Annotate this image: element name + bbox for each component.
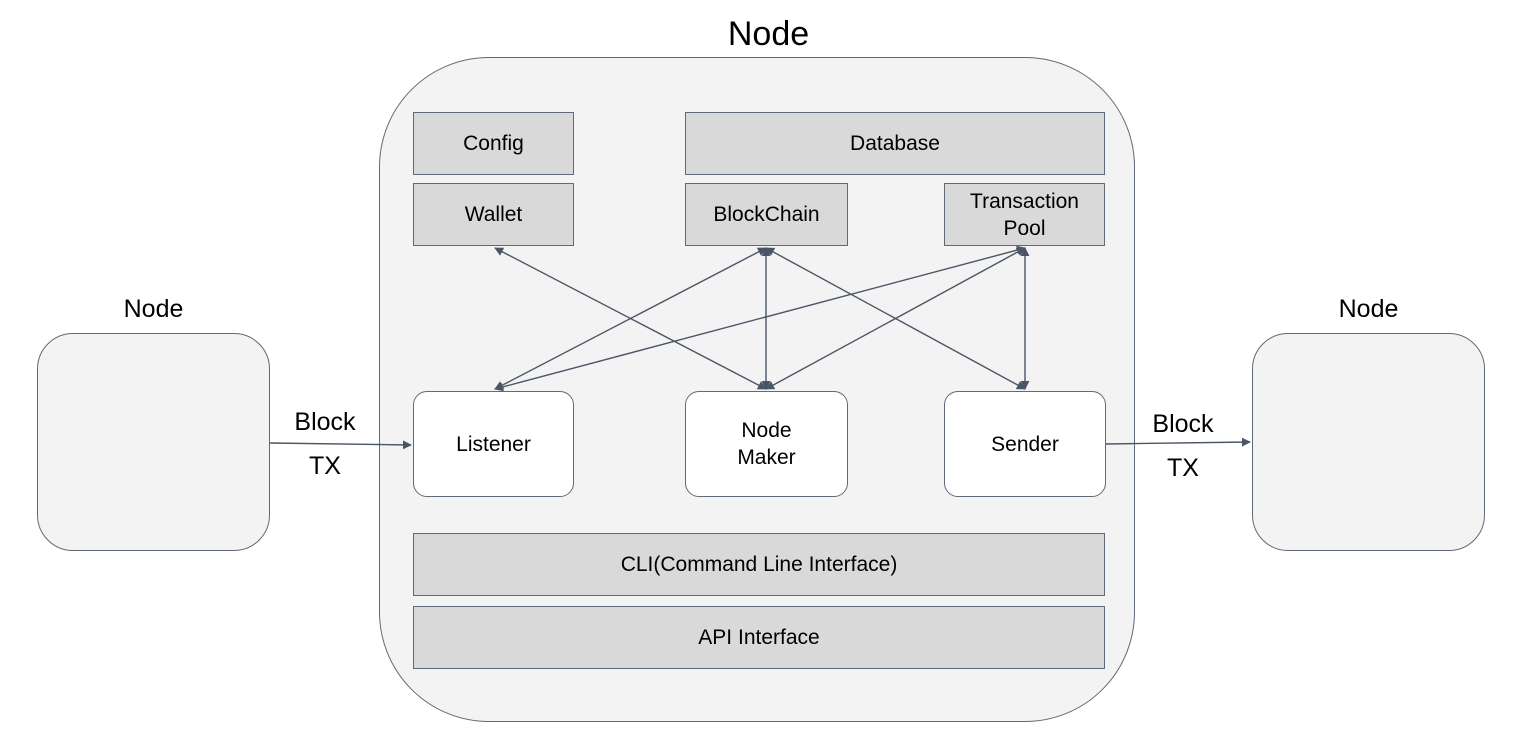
sender-module: Sender [944,391,1106,497]
api-module: API Interface [413,606,1105,669]
blockchain-label: BlockChain [713,203,820,226]
transaction-pool-label-line2: Pool [1003,216,1046,240]
node-maker-module: Node Maker [685,391,848,497]
api-label: API Interface [698,626,820,649]
transaction-pool-label-line1: Transaction [970,189,1079,213]
node-maker-label-line1: Node [741,419,792,442]
left-block-label: Block [294,408,356,436]
wallet-module: Wallet [413,183,574,246]
database-module: Database [685,112,1105,175]
database-label: Database [850,132,940,155]
sender-label: Sender [991,432,1059,456]
listener-module: Listener [413,391,574,497]
listener-label: Listener [456,432,531,456]
right-tx-label: TX [1167,454,1199,482]
config-label: Config [463,132,524,155]
transaction-pool-module: Transaction Pool [944,183,1105,246]
left-node-title: Node [123,295,184,323]
cli-module: CLI(Command Line Interface) [413,533,1105,596]
node-maker-label-line2: Maker [737,446,796,469]
center-node-title: Node [727,15,810,53]
right-node-container [1252,333,1485,551]
wallet-label: Wallet [464,203,523,226]
right-node-title: Node [1338,295,1399,323]
blockchain-module: BlockChain [685,183,848,246]
left-tx-label: TX [309,452,341,480]
config-module: Config [413,112,574,175]
left-node-container [37,333,270,551]
cli-label: CLI(Command Line Interface) [620,553,898,576]
right-block-label: Block [1152,410,1214,438]
